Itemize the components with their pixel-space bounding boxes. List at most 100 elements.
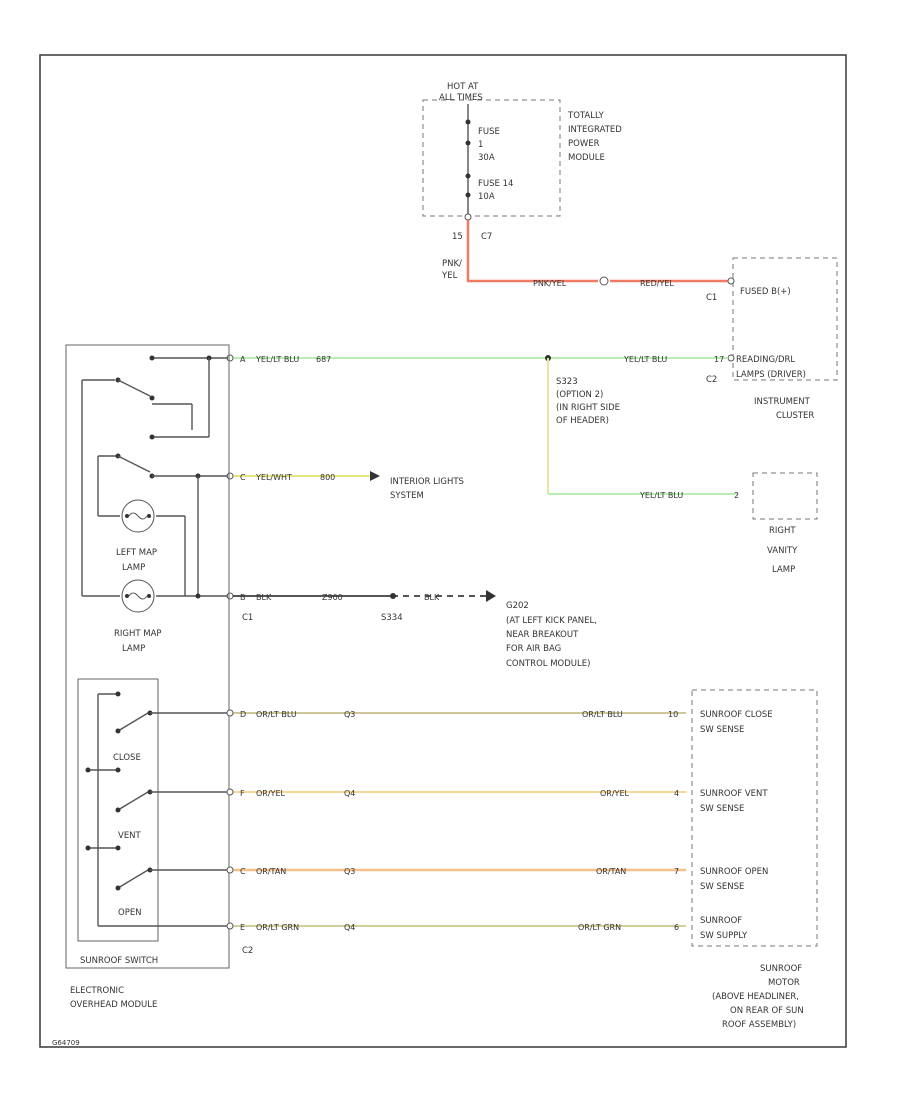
w3-color: BLK — [256, 593, 272, 602]
w1-color: YEL/LT BLU — [255, 355, 299, 364]
w1-right-color: YEL/LT BLU — [623, 355, 667, 364]
diagram-frame — [39, 54, 847, 1048]
w2-gauge: 800 — [320, 473, 335, 482]
module-label-2: INTEGRATED — [568, 125, 622, 135]
sun3-dest-1: SUNROOF OPEN — [700, 867, 768, 877]
sunroof-switch-contacts — [85, 691, 228, 927]
fuse1-number: 1 — [478, 140, 483, 150]
overhead-module-label-2: OVERHEAD MODULE — [70, 1000, 157, 1010]
ground-label-4: FOR AIR BAG — [506, 644, 561, 654]
diagram-id: G64709 — [52, 1039, 80, 1047]
sunroof-motor-label-3: (ABOVE HEADLINER, — [712, 992, 799, 1002]
sunroof-wire-4 — [226, 922, 686, 930]
pnk-yel-vertical-label-1: PNK/ — [442, 259, 462, 269]
vanity-label-2: VANITY — [767, 546, 798, 556]
pnk-yel-wire — [466, 220, 598, 283]
vanity-wire-label: YEL/LT BLU — [639, 491, 683, 500]
reading-lamps-label-2: LAMPS (DRIVER) — [736, 370, 806, 380]
right-map-lamp-label-1: RIGHT MAP — [114, 629, 162, 639]
cluster-name-2: CLUSTER — [776, 411, 814, 421]
w1-cluster-pin: 17 — [714, 355, 724, 364]
ground-label-5: CONTROL MODULE) — [506, 659, 590, 669]
splice1-label-3: (IN RIGHT SIDE — [556, 403, 620, 413]
sun2-dest-2: SW SENSE — [700, 804, 744, 814]
sunroof-wire-2 — [226, 788, 686, 796]
w3-pin: B — [240, 593, 246, 602]
vanity-lamp-box — [752, 472, 818, 520]
fuse1-terminal-bottom — [465, 140, 471, 146]
overhead-module-label-1: ELECTRONIC — [70, 986, 124, 996]
sun1-pin: D — [240, 710, 246, 719]
sun3-right-pin: 7 — [674, 867, 679, 876]
w1-pin: A — [240, 355, 246, 364]
sun1-right-color: OR/LT BLU — [582, 710, 623, 719]
w3b-color: BLK — [424, 593, 440, 602]
hot-at-label-2: ALL TIMES — [439, 93, 483, 103]
sun4-pin: E — [240, 923, 245, 932]
fuse1-rating: 30A — [478, 153, 495, 163]
sunroof-motor-label-1: SUNROOF — [760, 964, 802, 974]
switch-close-label: CLOSE — [113, 753, 141, 763]
w1-gauge: 687 — [316, 355, 331, 364]
left-map-lamp-bulb — [121, 499, 155, 533]
ground-label-1: G202 — [506, 601, 529, 611]
cluster-c2-label: C2 — [706, 375, 717, 385]
sunroof-motor-box — [691, 689, 818, 947]
cluster-pin-c1 — [727, 277, 735, 285]
sun2-right-color: OR/YEL — [600, 789, 629, 798]
sun2-right-pin: 4 — [674, 789, 679, 798]
splice-s334 — [390, 593, 396, 599]
inline-connector — [599, 276, 609, 286]
interior-lights-label-1: INTERIOR LIGHTS — [390, 477, 464, 487]
module-label-3: POWER — [568, 139, 600, 149]
fuse2-rating: 10A — [478, 192, 495, 202]
sun1-color: OR/LT BLU — [256, 710, 297, 719]
sunroof-switch-label: SUNROOF SWITCH — [80, 956, 158, 966]
left-map-lamp-label-1: LEFT MAP — [116, 548, 157, 558]
cluster-fused-label: FUSED B(+) — [740, 287, 791, 297]
sunroof-wire-1 — [226, 709, 686, 717]
module-label-4: MODULE — [568, 153, 605, 163]
w2-pin: C — [240, 473, 246, 482]
vanity-label-3: LAMP — [772, 565, 795, 575]
sun3-dest-2: SW SENSE — [700, 882, 744, 892]
sun1-gauge: Q3 — [344, 710, 355, 719]
cluster-c1-label: C1 — [706, 293, 717, 303]
fuse2-label: FUSE 14 — [478, 179, 513, 189]
sun2-color: OR/YEL — [256, 789, 285, 798]
sunroof-motor-label-5: ROOF ASSEMBLY) — [722, 1020, 796, 1030]
sun1-dest-1: SUNROOF CLOSE — [700, 710, 773, 720]
overhead-module-box — [65, 344, 230, 969]
fuse2-terminal-top — [465, 173, 471, 179]
splice1-label-1: S323 — [556, 377, 578, 387]
sun3-pin: C — [240, 867, 246, 876]
switch-open-label: OPEN — [118, 908, 142, 918]
splice1-label-4: OF HEADER) — [556, 416, 609, 426]
splice1-label-2: (OPTION 2) — [556, 390, 603, 400]
red-yel-wire-label: RED/YEL — [640, 279, 674, 288]
w2-color: YEL/WHT — [255, 473, 292, 482]
power-pin-right: C7 — [481, 232, 492, 242]
power-connector-pin — [464, 213, 472, 221]
sun4-dest-1: SUNROOF — [700, 916, 742, 926]
pnk-yel-wire-label: PNK/YEL — [533, 279, 567, 288]
sunroof-wire-3 — [226, 866, 686, 874]
sun3-gauge: Q3 — [344, 867, 355, 876]
sun1-right-pin: 10 — [668, 710, 678, 719]
sun-connector-label: C2 — [242, 946, 253, 956]
ground-arrow — [486, 590, 496, 602]
fuse1-terminal-top — [465, 119, 471, 125]
left-map-lamp-label-2: LAMP — [122, 563, 145, 573]
interior-lights-arrow — [370, 471, 380, 481]
instrument-cluster-box — [732, 257, 838, 381]
switch-vent-label: VENT — [118, 831, 142, 841]
sun2-pin: F — [240, 789, 245, 798]
ground-label-2: (AT LEFT KICK PANEL, — [506, 616, 597, 626]
sunroof-motor-label-4: ON REAR OF SUN — [730, 1006, 804, 1016]
vanity-label-1: RIGHT — [769, 526, 796, 536]
interior-lights-label-2: SYSTEM — [390, 491, 424, 501]
sunroof-motor-label-2: MOTOR — [768, 978, 800, 988]
cluster-pin-c2 — [727, 354, 735, 362]
sun2-gauge: Q4 — [344, 789, 355, 798]
